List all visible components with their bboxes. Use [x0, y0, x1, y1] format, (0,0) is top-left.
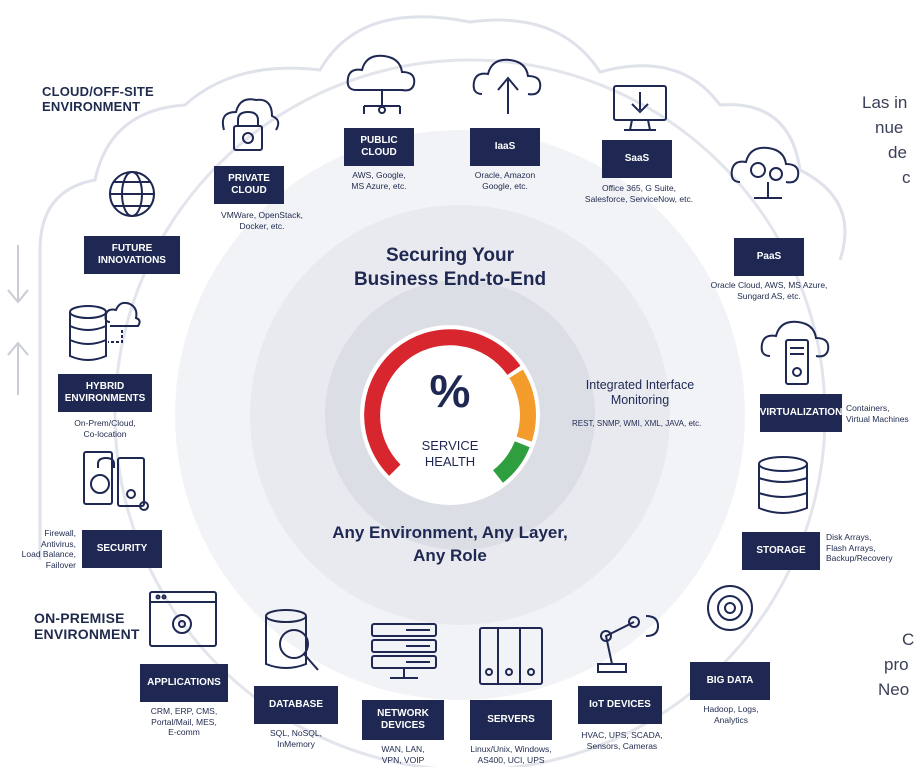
iaas-box[interactable]: IaaS	[470, 128, 540, 166]
database-search-icon	[265, 609, 319, 671]
saas-box[interactable]: SaaS	[602, 140, 672, 178]
center-title: Securing Your Business End-to-End	[353, 245, 547, 290]
side-text-4: c	[902, 168, 911, 187]
percent-symbol: %	[429, 365, 471, 417]
security-box[interactable]: SECURITY	[82, 530, 162, 568]
monitor-download-icon	[613, 85, 667, 131]
paas-box[interactable]: PaaS	[734, 238, 804, 276]
database-desc: SQL, NoSQL, InMemory	[270, 728, 322, 749]
service-health-label: SERVICE HEALTH	[421, 438, 479, 469]
storage-desc: Disk Arrays, Flash Arrays, Backup/Recove…	[826, 532, 893, 563]
servers-desc: Linux/Unix, Windows, AS400, UCI, UPS	[470, 744, 552, 765]
side-text-5: C	[902, 630, 915, 649]
private-cloud-desc: VMWare, OpenStack, Docker, etc.	[221, 210, 303, 231]
network-switch-icon	[371, 623, 437, 679]
bigdata-desc: Hadoop, Logs, Analytics	[703, 704, 759, 725]
servers-box[interactable]: SERVERS	[470, 700, 552, 740]
applications-desc: CRM, ERP, CMS, Portal/Mail, MES, E-comm	[150, 706, 218, 737]
onprem-heading: ON-PREMISE ENVIRONMENT	[34, 610, 140, 642]
cloud-upload-icon	[472, 58, 542, 114]
virtualization-desc: Containers, Virtual Machines	[846, 403, 909, 424]
saas-desc: Office 365, G Suite, Salesforce, Service…	[584, 183, 694, 204]
paas-desc: Oracle Cloud, AWS, MS Azure, Sungard AS,…	[710, 280, 828, 301]
private-cloud-box[interactable]: PRIVATE CLOUD	[214, 166, 284, 204]
virtualization-box[interactable]: VIRTUALIZATION	[760, 394, 842, 432]
cloud-heading: CLOUD/OFF-SITE ENVIRONMENT	[42, 84, 154, 114]
iot-desc: HVAC, UPS, SCADA, Sensors, Cameras	[581, 730, 663, 751]
server-rack-icon	[479, 627, 543, 685]
robot-arm-icon	[597, 615, 660, 673]
storage-box[interactable]: STORAGE	[742, 532, 820, 570]
bigdata-box[interactable]: BIG DATA	[690, 662, 770, 700]
cloud-network-icon	[346, 54, 416, 114]
monitoring-title: Integrated Interface Monitoring	[585, 378, 695, 407]
cloud-outline	[38, 15, 847, 560]
hybrid-box[interactable]: HYBRID ENVIRONMENTS	[58, 374, 152, 412]
side-text-2: nue	[875, 118, 904, 137]
public-cloud-desc: AWS, Google, MS Azure, etc.	[351, 170, 407, 191]
arrows	[7, 245, 29, 395]
database-cloud-icon	[69, 301, 141, 361]
security-servers-icon	[83, 451, 149, 511]
center-disc	[360, 325, 540, 505]
applications-box[interactable]: APPLICATIONS	[140, 664, 228, 702]
browser-gear-icon	[149, 591, 217, 647]
network-box[interactable]: NETWORK DEVICES	[362, 700, 444, 740]
database-box[interactable]: DATABASE	[254, 686, 338, 724]
monitoring-sub: REST, SNMP, WMI, XML, JAVA, etc.	[572, 419, 702, 428]
gauge-red-arc	[364, 329, 521, 476]
public-cloud-box[interactable]: PUBLIC CLOUD	[344, 128, 414, 166]
security-desc: Firewall, Antivirus, Load Balance, Failo…	[21, 528, 76, 570]
lock-cloud-icon	[221, 98, 280, 151]
cloud-gears-icon	[730, 146, 800, 199]
iot-box[interactable]: IoT DEVICES	[578, 686, 662, 724]
side-text-6: pro	[884, 655, 909, 674]
data-gear-icon	[707, 585, 753, 631]
gauge-green-arc	[492, 440, 530, 483]
cloud-server-icon	[760, 320, 830, 385]
bottom-title: Any Environment, Any Layer, Any Role	[332, 523, 568, 565]
globe-icon	[109, 171, 155, 217]
future-innovations-box[interactable]: FUTURE INNOVATIONS	[84, 236, 180, 274]
hybrid-desc: On-Prem/Cloud, Co-location	[74, 418, 136, 439]
side-text-3: de	[888, 143, 907, 162]
gauge-orange-arc	[509, 369, 536, 442]
iaas-desc: Oracle, Amazon Google, etc.	[474, 170, 536, 191]
side-text-1: Las in	[862, 93, 908, 112]
storage-stack-icon	[758, 456, 808, 514]
side-text-7: Neo	[878, 680, 910, 699]
network-desc: WAN, LAN, VPN, VOIP	[381, 744, 425, 765]
